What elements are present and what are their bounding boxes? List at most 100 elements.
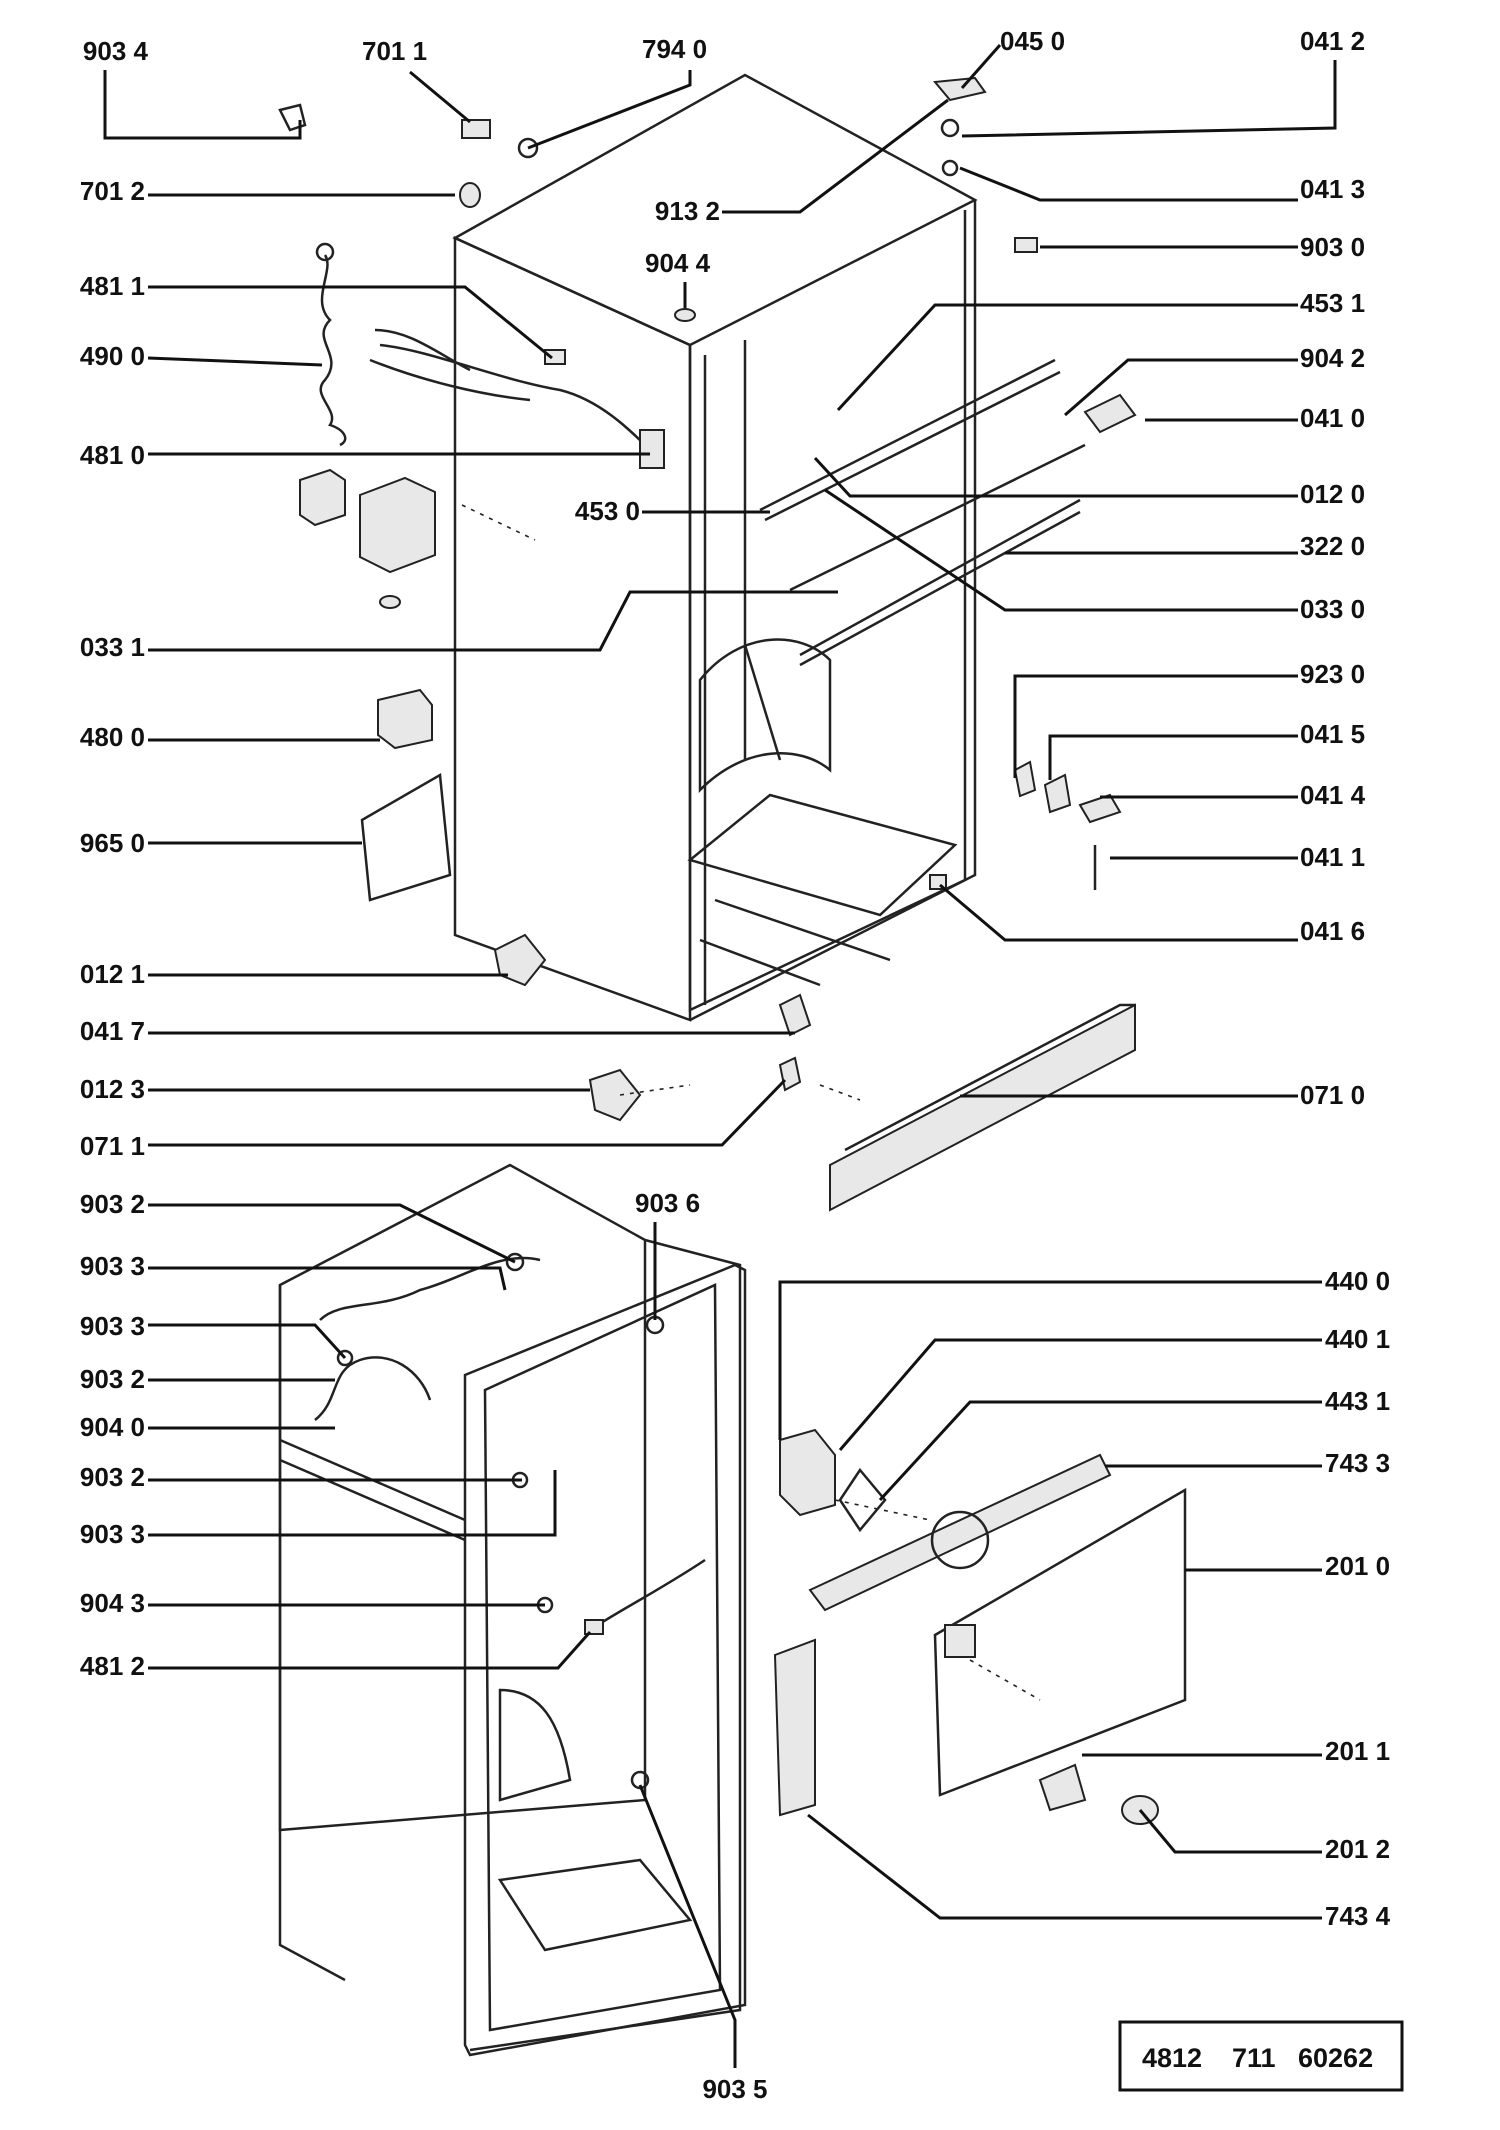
- assembly-guide-5: [969, 1659, 1041, 1701]
- lower-hinge-spacer: [1043, 773, 1072, 814]
- callout-label: 903 3: [80, 1311, 145, 1341]
- callout: 490 0: [80, 341, 323, 371]
- callout: 033 0: [824, 488, 1365, 624]
- side-duct-panel: [773, 1638, 816, 1817]
- callout-label: 440 1: [1325, 1324, 1390, 1354]
- callout-label: 904 2: [1300, 343, 1365, 373]
- gasket-ring: [517, 137, 539, 159]
- callout: 443 1: [878, 1386, 1390, 1502]
- callout: 041 6: [939, 883, 1365, 946]
- callout-leader-line: [527, 70, 692, 150]
- callout-label: 481 2: [80, 1651, 145, 1681]
- callout: 440 0: [778, 1266, 1390, 1440]
- lower-hinge-bracket: [1078, 793, 1122, 824]
- lower-harness: [589, 1558, 706, 1632]
- callout-label: 041 5: [1300, 719, 1365, 749]
- callout-leader-line: [722, 98, 949, 214]
- callout: 903 2: [80, 1462, 522, 1492]
- document-code: 4812 711 60262: [1118, 2020, 1404, 2092]
- shelf-rail-lower-2: [799, 510, 1081, 667]
- callout: 041 5: [1048, 719, 1365, 780]
- callout-leader-line: [1013, 674, 1298, 778]
- callout-label: 041 0: [1300, 403, 1365, 433]
- liner-back-wall: [278, 1163, 647, 1832]
- back-wiring: [319, 1256, 541, 1321]
- shelf-rail-upper: [759, 358, 1056, 512]
- callout-leader-line: [1048, 734, 1298, 780]
- valve-body: [461, 119, 491, 139]
- callout-label: 041 3: [1300, 174, 1365, 204]
- upper-cabinet: [278, 73, 1137, 1212]
- callout: 903 3: [80, 1251, 507, 1291]
- callout-label: 490 0: [80, 341, 145, 371]
- callout: 904 0: [80, 1412, 335, 1442]
- callout-leader-line: [103, 70, 302, 140]
- cabinet-inner-opening: [688, 210, 967, 1012]
- lower-harness-connector: [584, 1619, 604, 1635]
- wire-harness-main: [379, 343, 651, 451]
- leveling-foot-left: [493, 933, 547, 987]
- lower-cabinet: [278, 1163, 1187, 2057]
- callout: 923 0: [1013, 659, 1365, 778]
- callout: 322 0: [1005, 531, 1365, 561]
- callout: 480 0: [80, 722, 380, 752]
- leveling-foot-front: [588, 1068, 642, 1122]
- callout: 041 3: [959, 166, 1365, 204]
- callout: 071 1: [80, 1078, 787, 1161]
- kick-plate-grille: [829, 1003, 1136, 1212]
- assembly-guide-3: [819, 1084, 861, 1101]
- callout: 903 3: [80, 1470, 557, 1549]
- document-code-part-2: 711: [1232, 2043, 1276, 2073]
- door-frame-outer: [463, 1263, 747, 2057]
- callout-label: 033 1: [80, 632, 145, 662]
- callout-label: 012 1: [80, 959, 145, 989]
- hinge-bushing: [941, 159, 959, 177]
- fan-motor: [779, 1428, 836, 1517]
- callout-label: 903 3: [80, 1519, 145, 1549]
- shelf-rail-lower: [799, 498, 1081, 657]
- callout-label: 904 3: [80, 1588, 145, 1618]
- control-panel: [360, 772, 452, 902]
- bottom-bracket: [778, 993, 812, 1037]
- callout: 201 0: [1185, 1551, 1390, 1581]
- callout-label: 903 5: [702, 2074, 767, 2104]
- callout-label: 440 0: [1325, 1266, 1390, 1296]
- callout: 794 0: [527, 34, 707, 150]
- callout-label: 041 2: [1300, 26, 1365, 56]
- callout-label: 903 2: [80, 1462, 145, 1492]
- box-foot: [379, 595, 401, 609]
- callout: 903 3: [80, 1311, 347, 1360]
- callout-label: 794 0: [642, 34, 707, 64]
- callout: 012 3: [80, 1074, 590, 1104]
- callout-label: 201 0: [1325, 1551, 1390, 1581]
- callout-leader-line: [148, 1323, 347, 1360]
- shelf-rail-mid: [789, 443, 1086, 592]
- callout: 201 1: [1082, 1736, 1390, 1766]
- callout: 481 0: [80, 440, 650, 470]
- fan-blade: [838, 1467, 887, 1533]
- liner-left-face: [278, 1285, 346, 1982]
- callout-label: 903 2: [80, 1364, 145, 1394]
- document-code-part-3: 60262: [1298, 2043, 1373, 2073]
- callout: 904 3: [80, 1588, 545, 1618]
- callout: 201 2: [1138, 1809, 1390, 1864]
- callout: 012 0: [813, 456, 1365, 509]
- callout-label: 041 1: [1300, 842, 1365, 872]
- callout: 481 1: [80, 271, 553, 360]
- callout-leader-line: [836, 303, 1298, 412]
- callout-label: 743 3: [1325, 1448, 1390, 1478]
- callout-leader-line: [960, 44, 1002, 89]
- callout-label: 903 3: [80, 1251, 145, 1281]
- wire-harness-branch: [369, 358, 531, 402]
- callout: 903 2: [80, 1189, 516, 1264]
- kick-plate-clip: [778, 1056, 802, 1092]
- liner-shelf-line-2: [279, 1458, 466, 1542]
- callout-label: 923 0: [1300, 659, 1365, 689]
- callout-leader-line: [148, 285, 553, 360]
- callout-label: 071 1: [80, 1131, 145, 1161]
- callout-leader-line: [148, 1203, 516, 1264]
- callout-label: 480 0: [80, 722, 145, 752]
- hinge-cover: [1014, 237, 1038, 253]
- callout-label: 903 0: [1300, 232, 1365, 262]
